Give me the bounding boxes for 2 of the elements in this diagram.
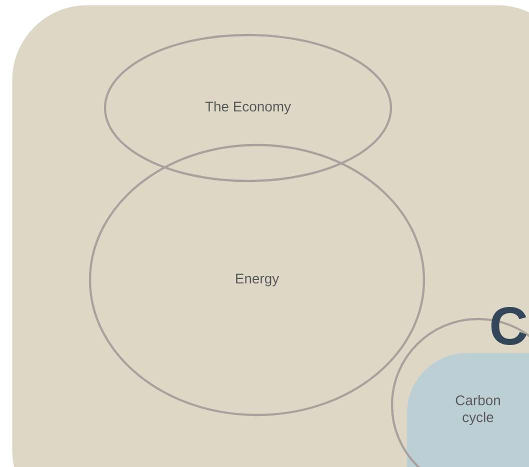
background-panel bbox=[12, 5, 529, 467]
heading-letter: C bbox=[491, 306, 527, 346]
